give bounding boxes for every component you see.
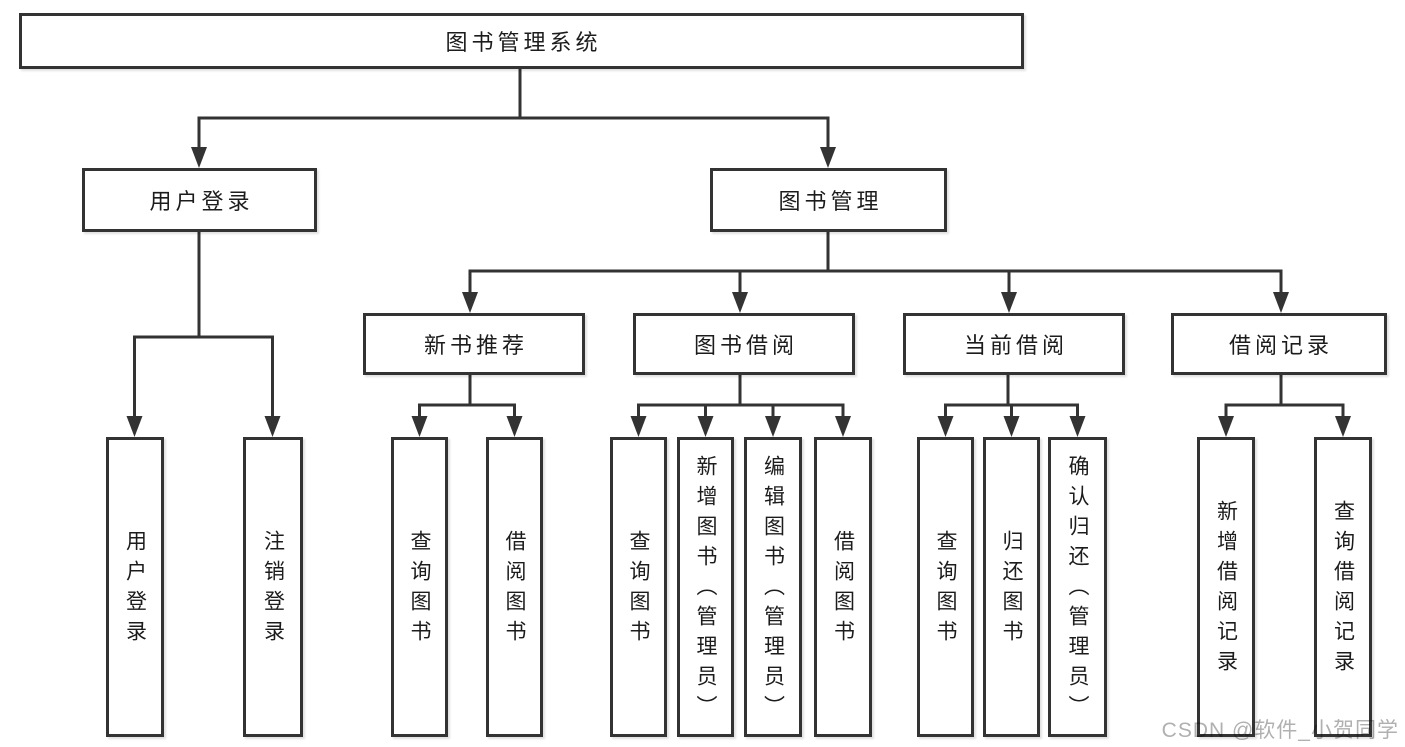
node-book-borrowing: 图书借阅 (633, 313, 855, 375)
leaf-logout: 注销登录 (243, 437, 303, 737)
leaf-borrowing-query-books: 查询图书 (610, 437, 667, 737)
leaf-recommend-borrow-books: 借阅图书 (486, 437, 543, 737)
leaf-records-add-record: 新增借阅记录 (1197, 437, 1255, 737)
leaf-current-return-books: 归还图书 (983, 437, 1040, 737)
node-current-borrowing: 当前借阅 (903, 313, 1125, 375)
node-user-login: 用户登录 (82, 168, 317, 232)
node-borrowing-records: 借阅记录 (1171, 313, 1387, 375)
leaf-user-login: 用户登录 (106, 437, 164, 737)
leaf-borrowing-add-books-admin: 新增图书（管理员） (677, 437, 734, 737)
node-book-management: 图书管理 (710, 168, 947, 232)
leaf-records-query-record: 查询借阅记录 (1314, 437, 1372, 737)
csdn-watermark: CSDN @软件_小贺同学 (1161, 719, 1399, 742)
node-library-management-system: 图书管理系统 (19, 13, 1024, 69)
leaf-current-confirm-return-admin: 确认归还（管理员） (1048, 437, 1107, 737)
leaf-recommend-query-books: 查询图书 (391, 437, 448, 737)
leaf-borrowing-borrow-books: 借阅图书 (814, 437, 872, 737)
leaf-current-query-books: 查询图书 (917, 437, 974, 737)
leaf-borrowing-edit-books-admin: 编辑图书（管理员） (744, 437, 802, 737)
node-new-book-recommend: 新书推荐 (363, 313, 585, 375)
